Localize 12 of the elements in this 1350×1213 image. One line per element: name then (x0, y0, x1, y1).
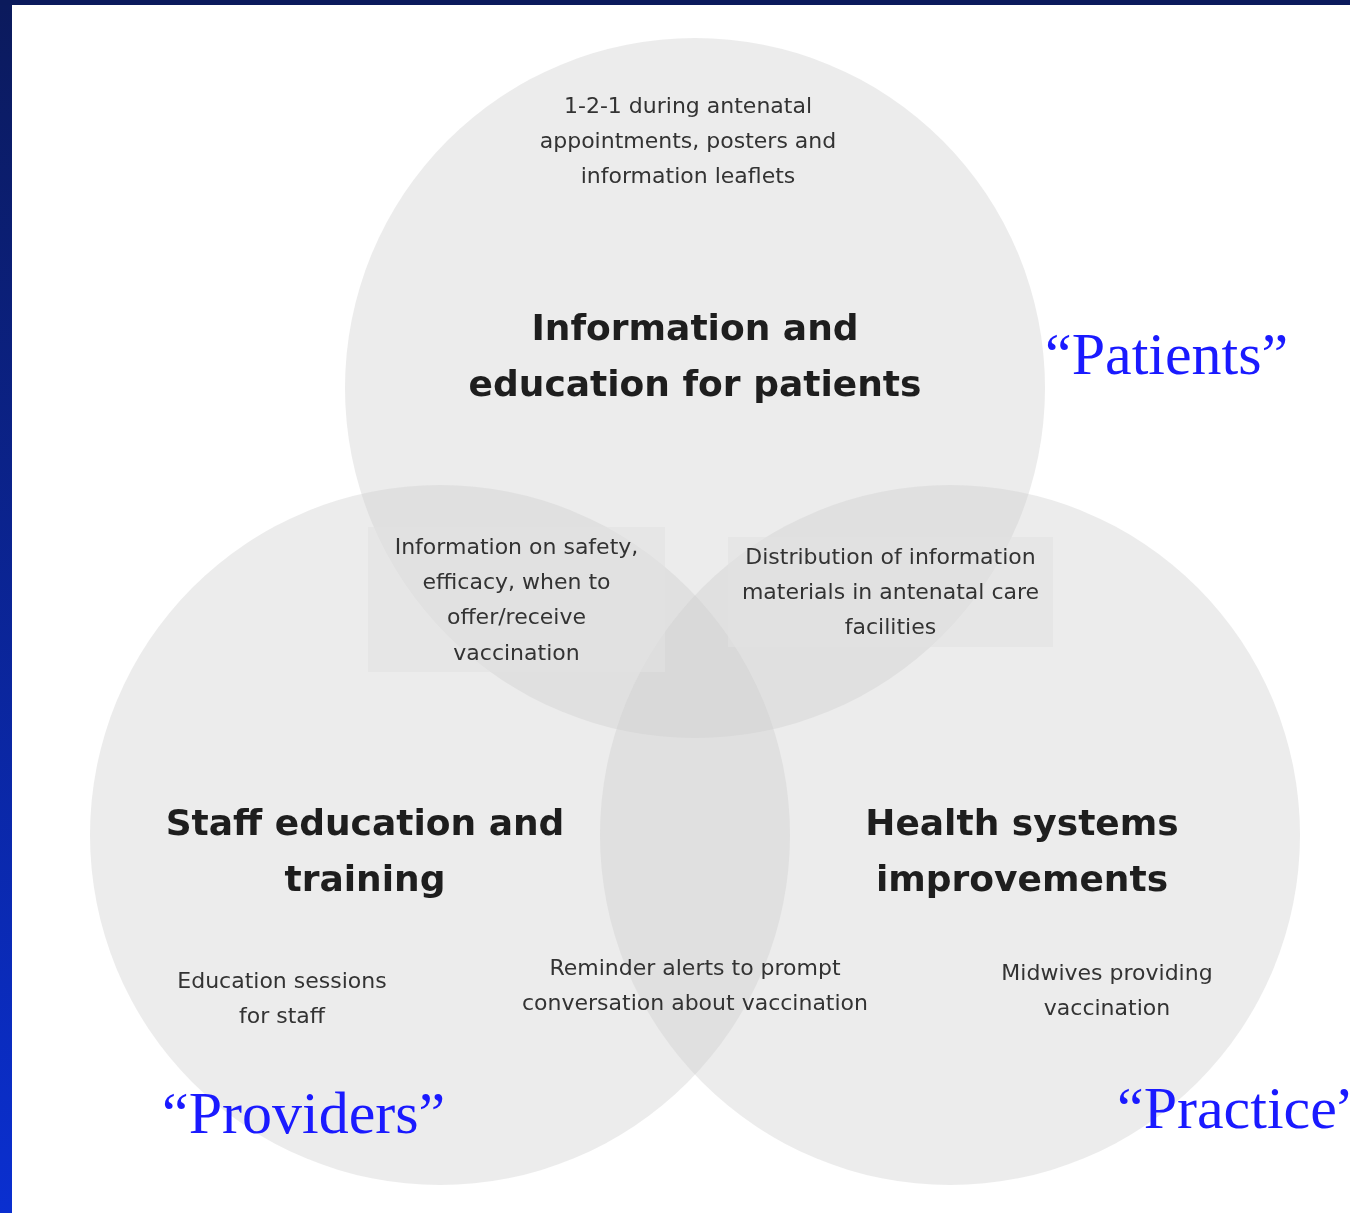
group-label: “Patients” (1045, 320, 1289, 389)
circle-description: Midwives providing vaccination (1000, 959, 1214, 1023)
circle-heading: Health systems improvements (864, 801, 1180, 901)
circle-heading: Staff education and training (164, 801, 566, 901)
circle-description: 1-2-1 during antenatal appointments, posters and information leaflets (538, 92, 838, 191)
overlap-text: Reminder alerts to prompt conversation about vaccination (521, 954, 869, 1018)
group-label: “Providers” (162, 1080, 447, 1146)
circle-heading: Information and education for patients (467, 306, 923, 406)
overlap-text: Information on safety, efficacy, when to offer/receive vaccination (368, 527, 665, 672)
circle-description: Education sessions for staff (176, 967, 388, 1031)
overlap-text: Distribution of information materials in antenatal care facilities (728, 537, 1053, 647)
group-label: “Practice” (1117, 1075, 1350, 1141)
